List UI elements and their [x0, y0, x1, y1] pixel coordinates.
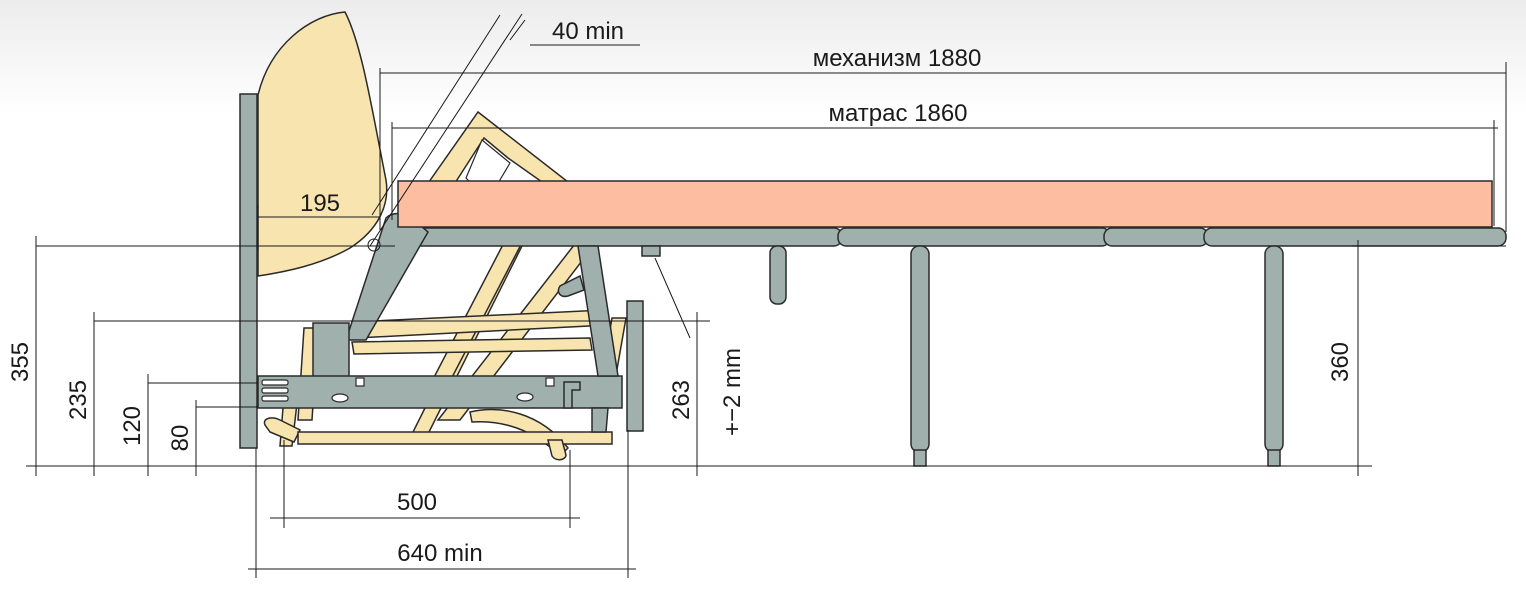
label-mattress: матрас 1860 — [828, 100, 967, 127]
seat-rail-joint — [1103, 227, 1209, 247]
dimension-lines — [26, 13, 1507, 578]
leg-1 — [910, 245, 930, 453]
plate-hole-2 — [516, 392, 534, 402]
seat-rail-1 — [393, 227, 843, 247]
metal-parts — [239, 93, 1507, 467]
background-gradient — [0, 0, 1526, 115]
plate-slot-3 — [261, 395, 289, 402]
plate-hook — [563, 381, 581, 409]
label-80: 80 — [167, 425, 194, 452]
mattress — [397, 180, 1493, 228]
dim-leader-263 — [654, 257, 691, 339]
bar-lower — [351, 337, 593, 355]
hanging-leg — [769, 245, 787, 305]
base-rail — [297, 431, 613, 445]
label-40min: 40 min — [552, 18, 624, 45]
label-tolerance: +−2 mm — [719, 348, 746, 436]
dim-tick-40min — [509, 19, 526, 41]
label-235: 235 — [65, 380, 92, 420]
label-640min: 640 min — [397, 540, 482, 567]
lower-bracket — [591, 407, 609, 433]
label-mechanism: механизм 1880 — [813, 45, 982, 72]
leg-2 — [1264, 245, 1284, 453]
seat-rail-2 — [837, 227, 1111, 247]
plate-slot-1 — [261, 379, 289, 386]
rail-tab — [641, 245, 661, 257]
plate-notch-2 — [545, 377, 555, 387]
dim-diag-40min-b — [371, 14, 501, 216]
plate-slot-2 — [261, 387, 289, 394]
back-post — [239, 93, 258, 449]
label-355: 355 — [7, 342, 34, 382]
plate-notch-1 — [355, 377, 365, 387]
label-195: 195 — [300, 190, 340, 217]
label-263: 263 — [668, 380, 695, 420]
seat-rail-3 — [1203, 227, 1507, 247]
dimension-labels: механизм 1880 матрас 1860 40 min 195 500… — [7, 18, 1354, 567]
connector-block — [312, 322, 350, 382]
label-500: 500 — [397, 489, 437, 516]
rear-link — [577, 245, 619, 377]
leg-1-foot — [913, 449, 927, 467]
dim-diag-40min-a — [369, 13, 523, 247]
label-360: 360 — [1327, 342, 1354, 382]
plate-hole-1 — [331, 393, 349, 403]
foot-curve — [547, 439, 567, 461]
label-120: 120 — [119, 406, 146, 446]
arm-left — [263, 417, 302, 443]
back-cushion — [257, 11, 388, 277]
leg-2-foot — [1267, 449, 1281, 467]
side-panel — [626, 300, 644, 432]
side-arm — [557, 274, 585, 298]
main-plate — [257, 375, 623, 409]
